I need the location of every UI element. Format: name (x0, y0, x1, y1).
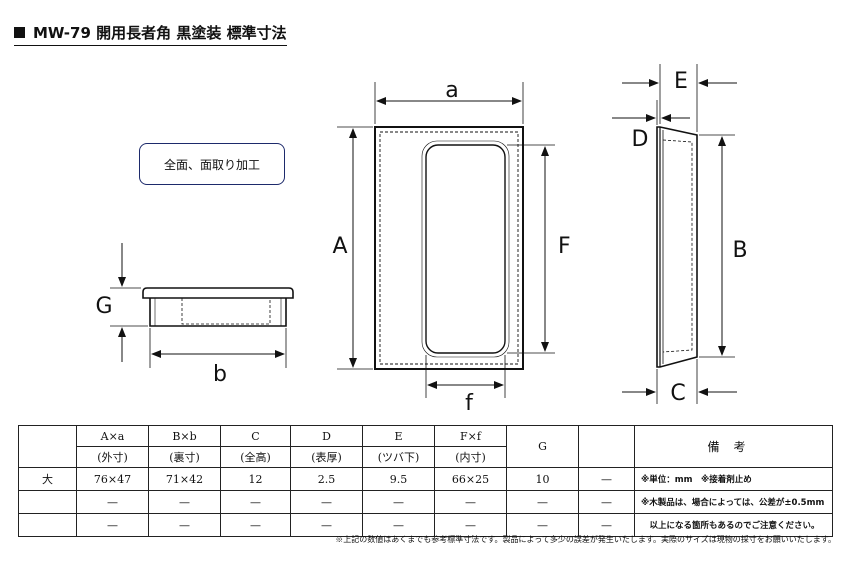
label-D: D (632, 127, 649, 152)
row-0-C: 12 (220, 467, 291, 491)
header-cell-3-bottom: (全高) (220, 446, 291, 468)
header-cell-5-bottom: (ツバ下) (362, 446, 435, 468)
dim-A: A (332, 126, 373, 370)
dim-C: C (622, 359, 737, 406)
front-view (374, 126, 524, 370)
top-hidden-opening (181, 297, 271, 325)
page-title: MW-79 開用長者角 黒塗装 標準寸法 (14, 22, 287, 46)
row-2-Bb: — (148, 513, 221, 537)
row-0-extra: — (578, 467, 635, 491)
header-cell-2-top: B×b (148, 425, 221, 447)
dim-F: F (507, 144, 571, 354)
front-opening (425, 144, 506, 354)
header-cell-1-top: A×a (76, 425, 149, 447)
table-header-row: A×a B×b C D E F×f G 備考 (18, 425, 833, 468)
row-2-remark: 以上になる箇所もあるのでご注意ください。 (634, 513, 833, 537)
front-back-outline (379, 131, 519, 365)
front-opening-chamfer (421, 140, 510, 358)
title-underline (14, 45, 287, 46)
row-0-remark: ※単位：mm ※接着剤止め (634, 467, 833, 491)
label-A: A (332, 234, 347, 259)
table-row: — — — — — — — — ※木製品は、場合によっては、公差が±0.5mm (18, 490, 833, 514)
row-1-extra: — (578, 490, 635, 514)
header-cell-4-top: D (290, 425, 363, 447)
row-2-E: — (362, 513, 435, 537)
dim-f: f (425, 355, 506, 416)
note-box: 全面、面取り加工 (139, 143, 285, 185)
remarks-header: 備考 (634, 425, 833, 468)
label-E: E (674, 69, 688, 94)
row-2-C: — (220, 513, 291, 537)
label-F: F (558, 234, 571, 259)
row-0-Ff: 66×25 (434, 467, 507, 491)
header-cell-2-bottom: (裏寸) (148, 446, 221, 468)
top-view (142, 287, 294, 327)
header-cell-3-top: C (220, 425, 291, 447)
dim-b: b (149, 328, 287, 387)
footnote: ※上記の数値はあくまでも参考標準寸法です。製品によって多少の誤差が発生いたします… (335, 535, 836, 544)
header-cell-5-top: E (362, 425, 435, 447)
side-view (656, 126, 698, 368)
row-1-Bb: — (148, 490, 221, 514)
row-1-D: — (290, 490, 363, 514)
title-square-icon (14, 27, 25, 38)
spec-table: A×a B×b C D E F×f G 備考 (外寸) (裏寸) (全高) (表… (18, 425, 833, 537)
dim-D: D (612, 100, 690, 152)
header-cell-1-bottom: (外寸) (76, 446, 149, 468)
header-cell-8 (578, 425, 635, 468)
row-0-Aa: 76×47 (76, 467, 149, 491)
header-cell-7: G (506, 425, 579, 468)
note-text: 全面、面取り加工 (163, 157, 260, 172)
row-1-E: — (362, 490, 435, 514)
row-2-Aa: — (76, 513, 149, 537)
row-0-E: 9.5 (362, 467, 435, 491)
label-a: a (445, 78, 458, 103)
table-row: 大 76×47 71×42 12 2.5 9.5 66×25 10 — ※単位：… (18, 467, 833, 491)
label-b: b (213, 362, 227, 387)
row-0-Bb: 71×42 (148, 467, 221, 491)
top-body (149, 298, 287, 327)
header-cell-6-bottom: (内寸) (434, 446, 507, 468)
label-B: B (732, 238, 747, 263)
row-2-size (18, 513, 77, 537)
row-2-G: — (506, 513, 579, 537)
header-cell-4-bottom: (表厚) (290, 446, 363, 468)
label-C: C (670, 381, 685, 406)
row-1-Ff: — (434, 490, 507, 514)
row-1-size (18, 490, 77, 514)
dim-B: B (699, 134, 748, 358)
row-1-Aa: — (76, 490, 149, 514)
header-cell-6-top: F×f (434, 425, 507, 447)
row-0-size: 大 (18, 467, 77, 491)
row-1-C: — (220, 490, 291, 514)
front-outer-edge (374, 126, 524, 370)
side-hidden-line (662, 139, 693, 353)
dim-a: a (374, 78, 524, 124)
top-flange (142, 287, 294, 299)
dim-G: G (95, 243, 148, 362)
row-2-D: — (290, 513, 363, 537)
table-row: — — — — — — — — 以上になる箇所もあるのでご注意ください。 (18, 513, 833, 537)
title-text: MW-79 開用長者角 黒塗装 標準寸法 (33, 24, 287, 42)
row-2-Ff: — (434, 513, 507, 537)
row-0-D: 2.5 (290, 467, 363, 491)
dim-E: E (622, 64, 737, 132)
technical-drawing: a A F f E (95, 64, 748, 416)
row-1-G: — (506, 490, 579, 514)
label-f: f (465, 391, 474, 416)
row-1-remark: ※木製品は、場合によっては、公差が±0.5mm (634, 490, 833, 514)
header-cell-0 (18, 425, 77, 468)
row-2-extra: — (578, 513, 635, 537)
row-0-G: 10 (506, 467, 579, 491)
label-G: G (95, 294, 112, 319)
